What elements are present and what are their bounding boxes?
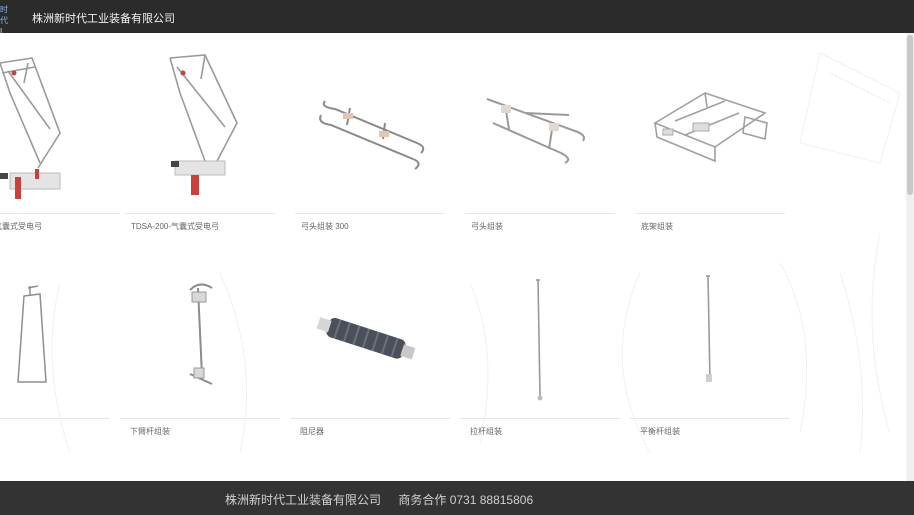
base-frame-icon <box>653 92 768 163</box>
product-card[interactable]: 阻尼器 <box>290 258 450 443</box>
product-name: TDSA-200-气囊式受电弓 <box>131 222 220 231</box>
card-divider <box>630 418 790 419</box>
product-card[interactable]: 底架组装 <box>635 43 785 233</box>
product-gallery: 气囊式受电弓 TDSA-200-气囊式受电弓 <box>0 33 914 481</box>
pantograph-icon <box>0 57 61 199</box>
company-logo[interactable]: 时 代 I E <box>0 4 22 47</box>
card-divider <box>125 213 275 214</box>
product-name: 下臂杆组装 <box>130 427 170 436</box>
card-divider <box>0 418 110 419</box>
product-card[interactable]: TDSA-200-气囊式受电弓 <box>125 43 275 233</box>
footer-contact: 商务合作 0731 88815806 <box>398 493 534 507</box>
product-name: 弓头组装 <box>471 222 503 231</box>
background-sketch-art <box>51 52 901 454</box>
product-name: 阻尼器 <box>300 427 324 436</box>
card-divider <box>290 418 450 419</box>
lower-arm-icon <box>189 283 213 385</box>
footer-company: 株洲新时代工业装备有限公司 <box>225 493 382 507</box>
page-footer: 株洲新时代工业装备有限公司 商务合作 0731 88815806 <box>0 481 914 515</box>
card-divider <box>635 213 785 214</box>
tie-rod-icon <box>536 279 543 401</box>
top-navigation-bar: 时 代 I E 株洲新时代工业装备有限公司 <box>0 0 914 47</box>
product-card[interactable]: 气囊式受电弓 <box>0 43 120 233</box>
product-name: 气囊式受电弓 <box>0 222 42 231</box>
pantograph-icon <box>169 54 238 195</box>
product-card[interactable] <box>0 258 110 443</box>
product-card[interactable]: 弓头组装 <box>465 43 615 233</box>
product-name: 拉杆组装 <box>470 427 502 436</box>
product-card[interactable]: 平衡杆组装 <box>630 258 790 443</box>
scrollbar-thumb[interactable] <box>907 35 913 195</box>
card-divider <box>295 213 445 214</box>
footer-info: 株洲新时代工业装备有限公司 商务合作 0731 88815806 <box>225 491 547 508</box>
card-divider <box>465 213 615 214</box>
balance-rod-icon <box>706 275 712 383</box>
damper-icon <box>316 317 416 360</box>
card-divider <box>460 418 620 419</box>
logo-top-text: 时 代 <box>0 5 12 25</box>
product-card[interactable]: 弓头组装 300 <box>295 43 445 233</box>
pan-head-icon <box>319 100 425 170</box>
product-name: 弓头组装 300 <box>301 222 349 231</box>
page-scrollbar[interactable] <box>906 33 914 481</box>
card-divider <box>0 213 120 214</box>
product-card[interactable]: 下臂杆组装 <box>120 258 280 443</box>
product-name: 底架组装 <box>641 222 673 231</box>
company-name: 株洲新时代工业装备有限公司 <box>32 13 175 25</box>
card-divider <box>120 418 280 419</box>
pan-head-icon <box>486 98 585 164</box>
product-name: 平衡杆组装 <box>640 427 680 436</box>
frame-icon <box>17 285 47 383</box>
product-card[interactable]: 拉杆组装 <box>460 258 620 443</box>
